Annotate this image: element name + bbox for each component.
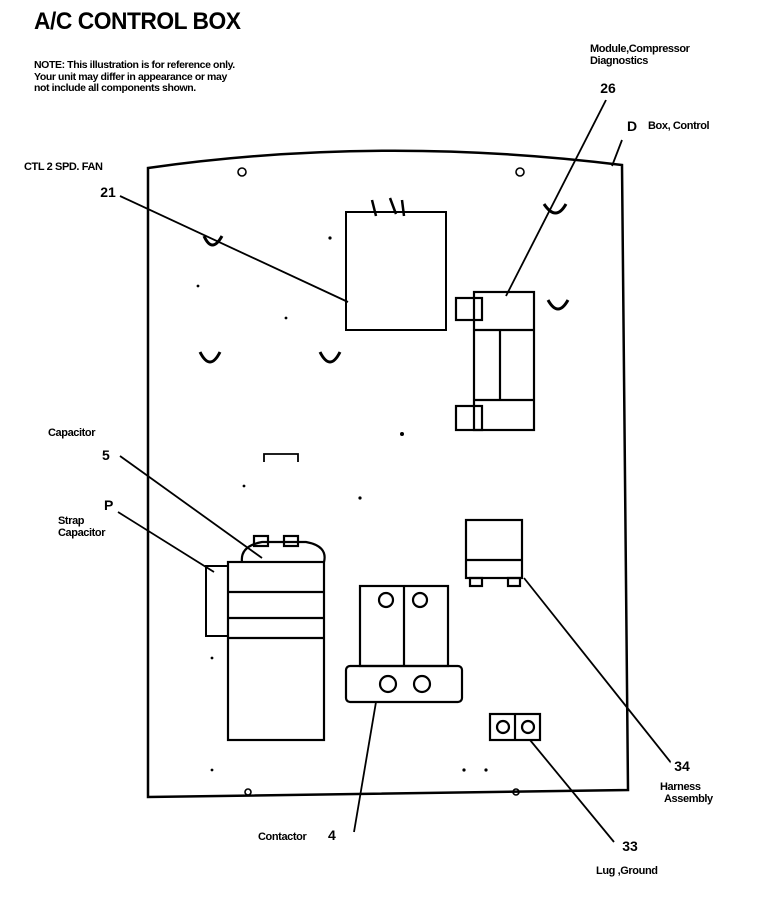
diagram-title: A/C CONTROL BOX [34, 8, 241, 35]
contactor-label: Contactor [258, 831, 307, 843]
callout-21: 21 [96, 180, 120, 204]
wire-clips [198, 203, 570, 364]
contactor-component [344, 584, 464, 704]
callout-33: 33 [618, 834, 642, 858]
module-compressor-label-line2: Diagnostics [590, 55, 648, 67]
callout-4: 4 [328, 827, 336, 843]
panel-markings [196, 236, 488, 772]
capacitor-label: Capacitor [48, 427, 96, 439]
harness-label: Harness [660, 781, 701, 793]
strap-capacitor-label-line2: Capacitor [58, 527, 106, 539]
mounting-holes [237, 167, 525, 796]
callout-p: P [104, 497, 114, 513]
capacitor-component [226, 534, 326, 742]
box-control-label: Box, Control [648, 120, 710, 132]
panel-bracket [263, 453, 299, 462]
reference-note: NOTE: This illustration is for reference… [34, 59, 235, 94]
lug-ground-label: Lug ,Ground [596, 865, 658, 877]
module-compressor-label: Module,Compressor [590, 43, 690, 55]
compressor-module [454, 290, 536, 432]
harness-label-line2: Assembly [664, 793, 713, 805]
callout-5: 5 [102, 447, 110, 463]
harness-connector [464, 518, 524, 588]
control-box-panel [146, 149, 630, 799]
callout-d: D [620, 114, 644, 138]
callout-leaders [117, 99, 673, 843]
callout-34: 34 [670, 754, 694, 778]
fan-control-label: CTL 2 SPD. FAN [24, 161, 103, 173]
strap-capacitor-label: Strap [58, 515, 85, 527]
callout-26: 26 [596, 76, 620, 100]
capacitor-strap [205, 565, 229, 637]
ground-lug [488, 712, 542, 742]
fan-control-board [345, 197, 447, 331]
